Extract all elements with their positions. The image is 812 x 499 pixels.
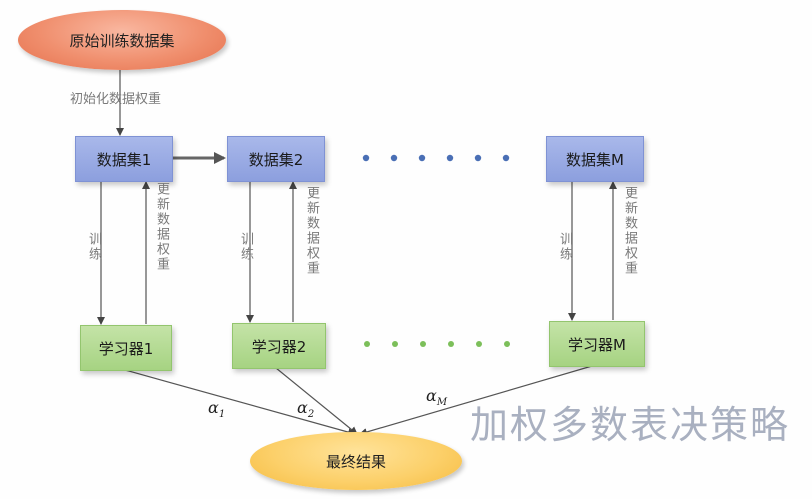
update-label-1: 更新数据权重 — [154, 182, 169, 272]
ellipsis-dot — [364, 341, 370, 347]
ellipsis-dot — [420, 341, 426, 347]
ellipsis-dot — [392, 341, 398, 347]
update-label-2: 更新数据权重 — [304, 186, 319, 276]
update-label-M: 更新数据权重 — [622, 186, 637, 276]
ellipsis-dot — [446, 154, 454, 162]
train-label-M: 训练 — [557, 232, 572, 262]
alpha-M-weight: αM — [426, 386, 448, 409]
ellipsis-dot — [448, 341, 454, 347]
learner-M-label: 学习器M — [568, 335, 626, 354]
ellipsis-dot — [390, 154, 398, 162]
dataset-ellipsis — [362, 154, 510, 162]
combine-arrow-M — [359, 365, 593, 436]
ellipsis-dot — [502, 154, 510, 162]
dataset-M-label: 数据集M — [566, 150, 624, 169]
alpha-2-weight: α2 — [297, 398, 315, 421]
final-result-label: 最终结果 — [325, 452, 386, 471]
strategy-title: 加权多数表决策略 — [470, 403, 791, 447]
learner-ellipsis — [364, 341, 510, 347]
learner-2-label: 学习器2 — [251, 337, 307, 356]
ellipsis-dot — [418, 154, 426, 162]
ellipsis-dot — [476, 341, 482, 347]
learner-2-node: 学习器2 — [232, 323, 326, 369]
learner-1-label: 学习器1 — [98, 339, 154, 358]
dataset-1-node: 数据集1 — [75, 136, 173, 182]
train-label-1: 训练 — [86, 232, 101, 262]
combine-arrow-2 — [275, 367, 358, 435]
train-label-2: 训练 — [238, 232, 253, 262]
ellipsis-dot — [362, 154, 370, 162]
combine-arrow-1 — [124, 369, 356, 436]
alpha-1-weight: α1 — [208, 398, 226, 421]
source-dataset-label: 原始训练数据集 — [69, 31, 175, 50]
init-weights-label: 初始化数据权重 — [70, 92, 162, 107]
dataset-2-node: 数据集2 — [227, 136, 325, 182]
ellipsis-dot — [474, 154, 482, 162]
dataset-M-node: 数据集M — [546, 136, 644, 182]
source-dataset-node: 原始训练数据集 — [18, 10, 226, 70]
dataset-2-label: 数据集2 — [248, 150, 304, 169]
learner-M-node: 学习器M — [549, 321, 645, 367]
final-result-node: 最终结果 — [250, 432, 462, 490]
dataset-1-label: 数据集1 — [96, 150, 152, 169]
learner-1-node: 学习器1 — [80, 325, 172, 371]
ellipsis-dot — [504, 341, 510, 347]
